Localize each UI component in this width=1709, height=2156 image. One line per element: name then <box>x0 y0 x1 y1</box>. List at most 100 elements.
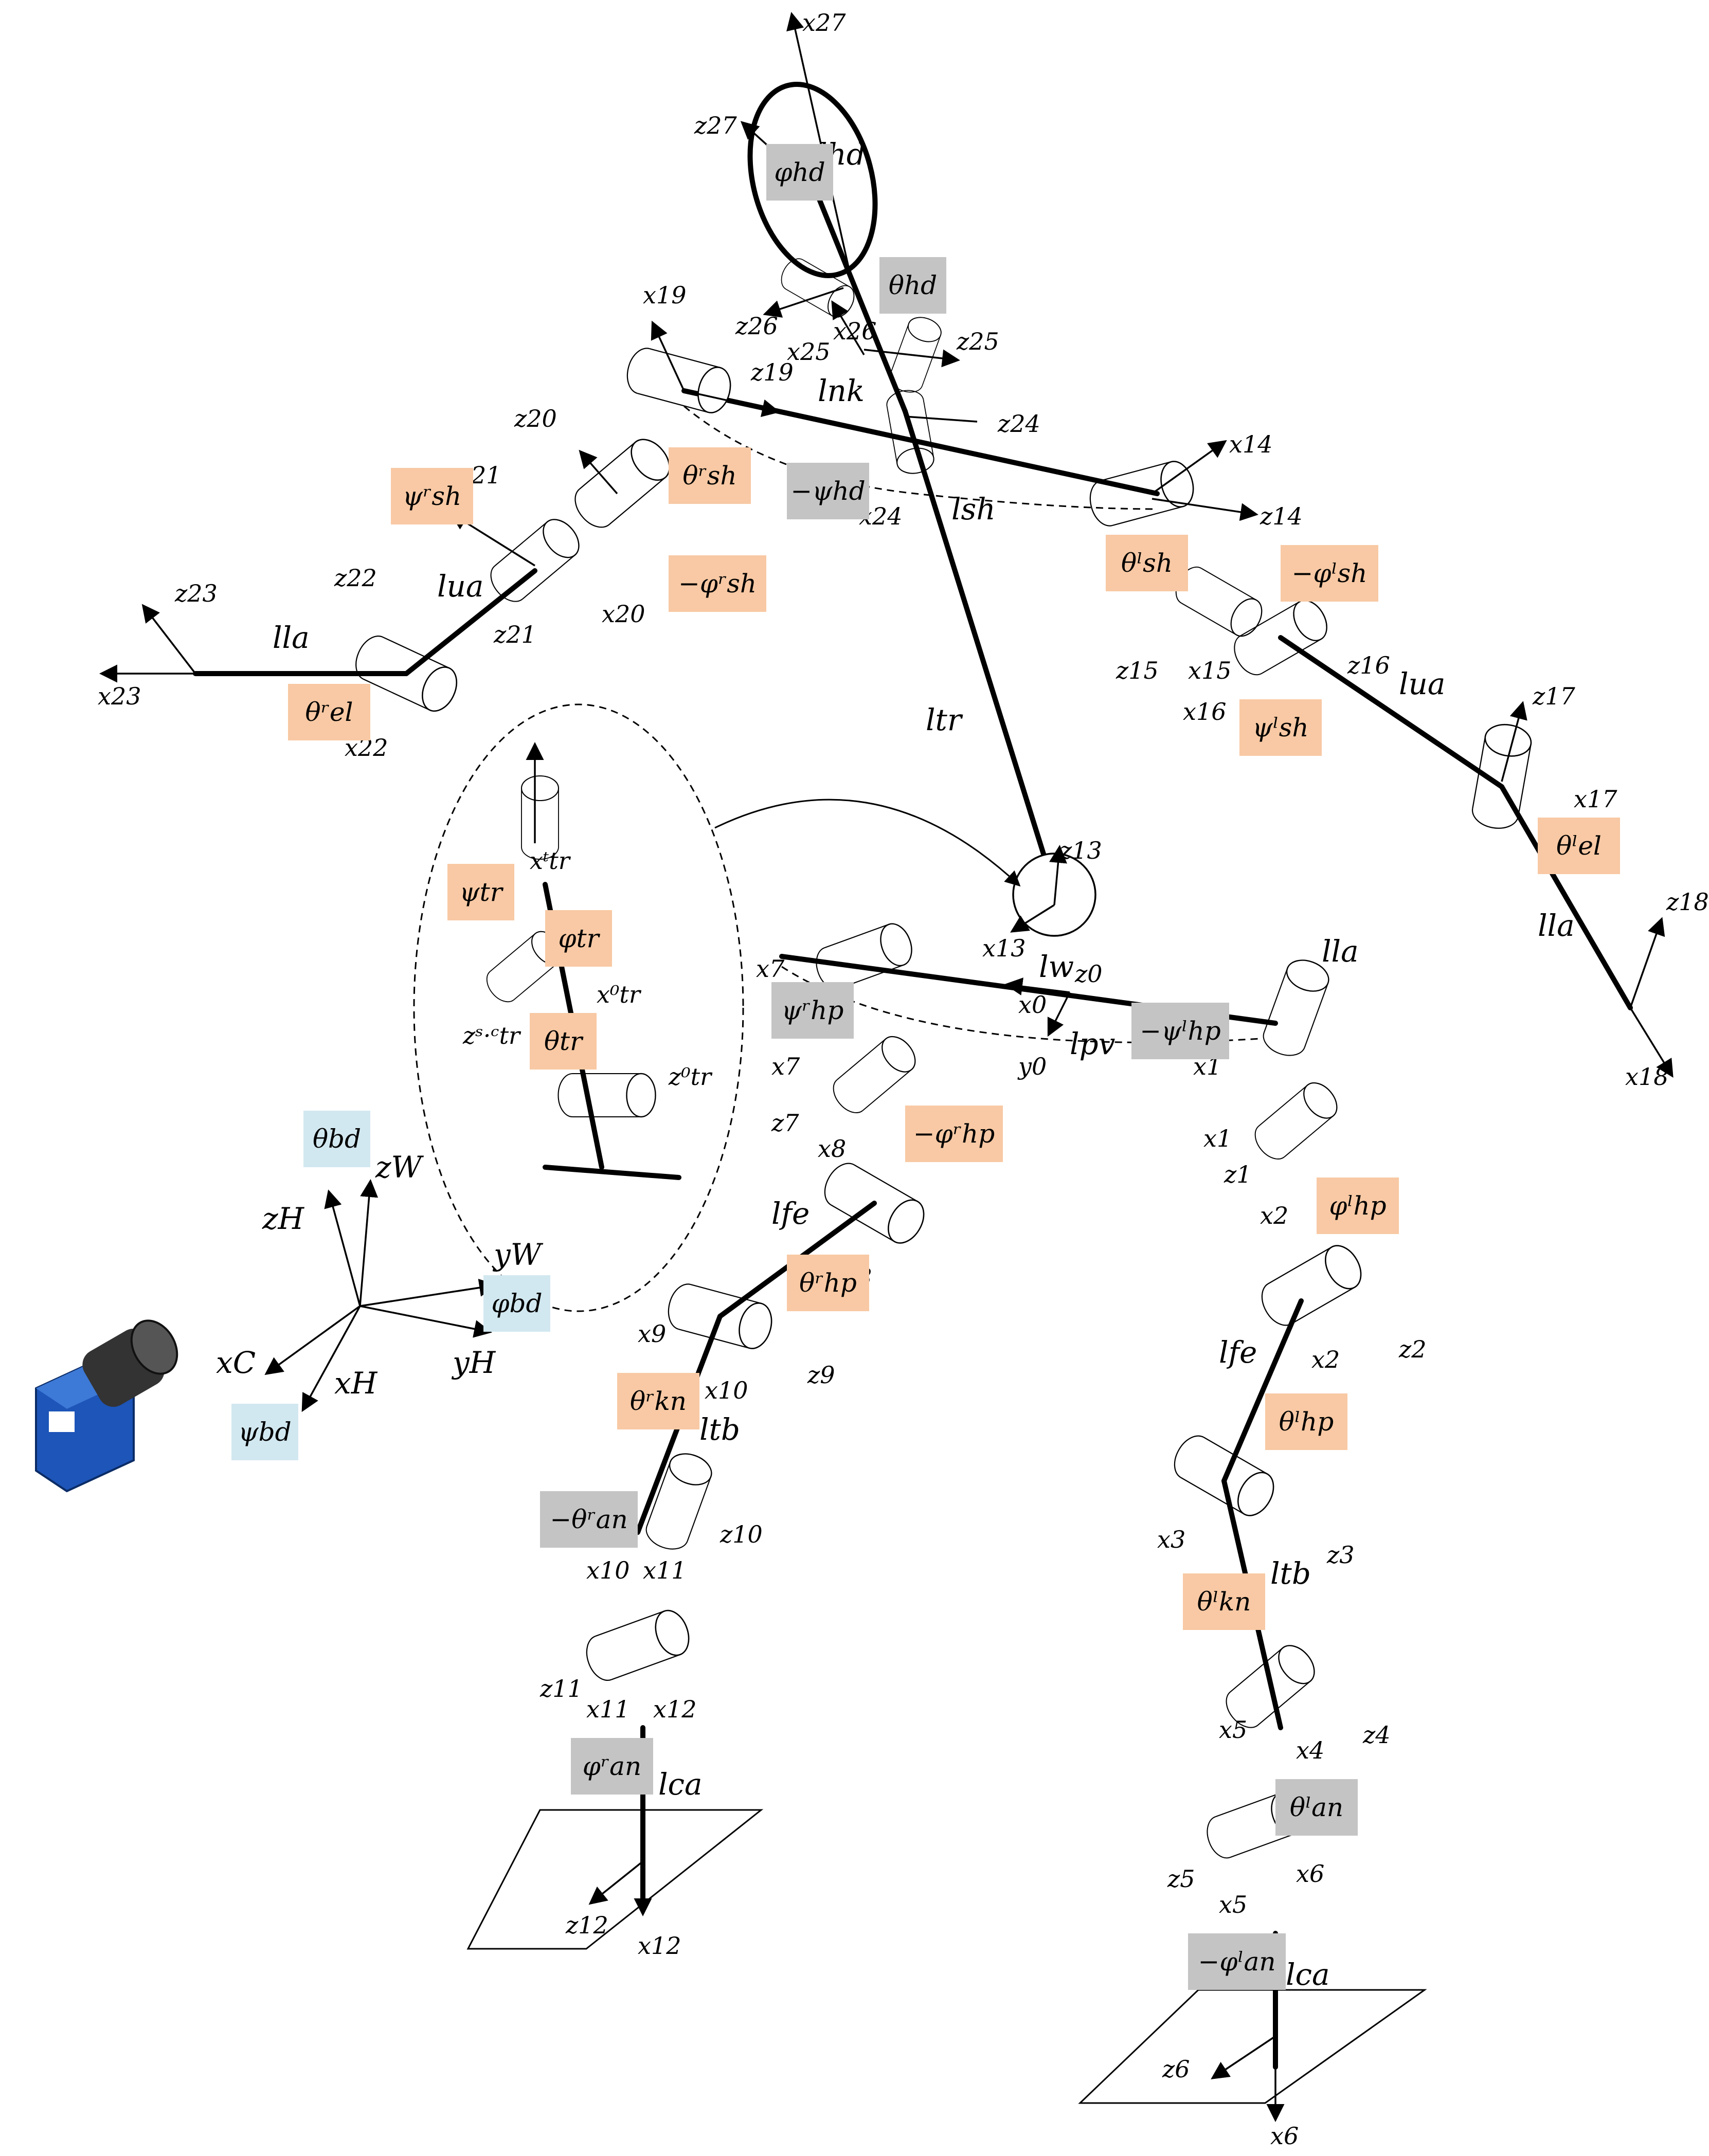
label-x-tr-0: x⁰tr <box>597 981 642 1008</box>
label-z18: z18 <box>1666 888 1709 916</box>
angle-badge-label: θˡhp <box>1279 1407 1334 1437</box>
angle-badge-label: θhd <box>889 270 937 300</box>
joint-2 <box>1248 1076 1344 1166</box>
angle-badge-bg <box>787 1255 869 1311</box>
label-z4: z4 <box>1362 1721 1391 1749</box>
label-z2: z2 <box>1398 1335 1427 1363</box>
joint-20 <box>567 431 678 535</box>
label-x11a: x11 <box>643 1556 686 1584</box>
angle-badge-psi-sh-l: ψˡsh <box>1239 699 1322 756</box>
label-x0: x0 <box>1018 991 1047 1019</box>
joint-17 <box>1469 720 1535 832</box>
label-z19: z19 <box>750 358 794 386</box>
head-ellipse <box>747 82 878 278</box>
angle-badge-theta-el-l: θˡel <box>1538 818 1620 874</box>
angle-badge-phi-bd: φbd <box>483 1275 550 1332</box>
joint-1 <box>1258 954 1334 1062</box>
x18-axis <box>1629 1007 1674 1078</box>
pelvis <box>779 918 1334 1062</box>
x27-axis <box>786 12 850 268</box>
label-l-la-hip: lla <box>1322 934 1359 969</box>
angle-badge-bg <box>1281 545 1378 602</box>
angle-badge-theta-sh-l: θˡsh <box>1106 535 1188 591</box>
label-z17: z17 <box>1532 682 1576 710</box>
angle-badge-phi-hd: φhd <box>766 144 833 201</box>
label-x6a: x6 <box>1296 1860 1324 1888</box>
label-z12: z12 <box>565 1911 608 1939</box>
label-l-tr: ltr <box>926 702 963 737</box>
label-x18: x18 <box>1625 1063 1668 1091</box>
z26-axis <box>763 287 844 318</box>
label-z11: z11 <box>539 1675 583 1702</box>
camera-logo <box>49 1411 75 1432</box>
angle-badge-bg <box>617 1373 699 1429</box>
angle-badge-neg-phi-sh-l: −φˡsh <box>1281 545 1378 602</box>
angle-badge-bg <box>787 463 869 519</box>
label-x13: x13 <box>982 934 1026 962</box>
angle-badge-bg <box>1183 1573 1265 1630</box>
label-x3: x3 <box>1157 1526 1185 1553</box>
angle-badge-label: φbd <box>491 1289 542 1318</box>
joint-11 <box>641 1447 717 1555</box>
angle-badge-neg-theta-an-r: −θʳan <box>540 1491 638 1548</box>
label-z10: z10 <box>719 1520 763 1548</box>
angle-badge-psi-bd: ψbd <box>231 1404 298 1460</box>
angle-badge-theta-bd: θbd <box>303 1111 370 1167</box>
label-x7a: x7 <box>756 955 785 983</box>
z25-axis <box>864 349 960 368</box>
angle-badge-bg <box>905 1106 1003 1162</box>
label-z20: z20 <box>514 405 557 432</box>
angle-badge-psi-hp-r: ψʳhp <box>771 982 854 1039</box>
angle-badge-bg <box>391 468 473 524</box>
label-x19: x19 <box>643 281 686 309</box>
head-link <box>815 193 908 414</box>
z23-axis <box>141 604 196 675</box>
yW-axis <box>359 1278 497 1307</box>
label-z3: z3 <box>1326 1541 1355 1569</box>
label-l-ua-right: lua <box>437 569 483 604</box>
angle-badge-theta-sh-r: θʳsh <box>669 447 751 504</box>
upper-arm-right <box>404 568 537 676</box>
label-x26: x26 <box>833 317 876 345</box>
angle-badge-phi-an-r: φʳan <box>571 1738 653 1795</box>
joint-3 <box>1254 1239 1369 1332</box>
inset-ellipse <box>413 703 744 1312</box>
label-l-la-right: lla <box>273 620 310 655</box>
z6-axis <box>1211 2035 1276 2079</box>
joint-14 <box>1085 457 1199 530</box>
angle-badge-label: −θʳan <box>550 1505 627 1534</box>
label-z23: z23 <box>174 579 218 607</box>
label-yH: yH <box>451 1345 496 1380</box>
camera-lens-front <box>130 1319 178 1375</box>
z19-axis <box>683 390 780 418</box>
angle-badge-label: ψtr <box>459 877 503 907</box>
angle-badge-theta-hp-l: θˡhp <box>1265 1393 1347 1450</box>
label-l-ca-left: lca <box>1286 1957 1330 1992</box>
label-z5: z5 <box>1167 1865 1195 1893</box>
zW-axis <box>359 1179 379 1307</box>
xH-axis <box>301 1306 361 1412</box>
angle-badge-label: −ψhd <box>790 476 865 506</box>
xC-axis <box>264 1305 361 1375</box>
label-zH: zH <box>262 1201 305 1236</box>
angle-badge-phi-tr: φtr <box>545 910 612 967</box>
right-arm <box>99 320 780 717</box>
angle-badge-label: θʳsh <box>682 461 736 491</box>
joint-12 <box>580 1605 695 1686</box>
label-x27: x27 <box>802 9 846 37</box>
angle-badge-label: ψʳhp <box>782 995 844 1025</box>
angle-badge-neg-phi-an-l: −φˡan <box>1188 1933 1286 1990</box>
label-zW: zW <box>375 1150 424 1185</box>
angle-badge-bg <box>1317 1177 1399 1234</box>
inset-connector <box>714 799 1021 887</box>
shoulder-arc <box>683 405 1158 510</box>
joint-21 <box>483 512 587 609</box>
angle-badge-bg <box>771 982 854 1039</box>
label-z6: z6 <box>1162 2055 1190 2083</box>
upper-arm-left <box>1278 635 1504 789</box>
angle-badge-bg <box>766 144 833 201</box>
label-l-pv: lpv <box>1070 1026 1116 1061</box>
label-l-fe-left: lfe <box>1219 1335 1257 1370</box>
label-x6b: x6 <box>1270 2122 1299 2150</box>
angle-badge-label: θbd <box>313 1124 361 1154</box>
